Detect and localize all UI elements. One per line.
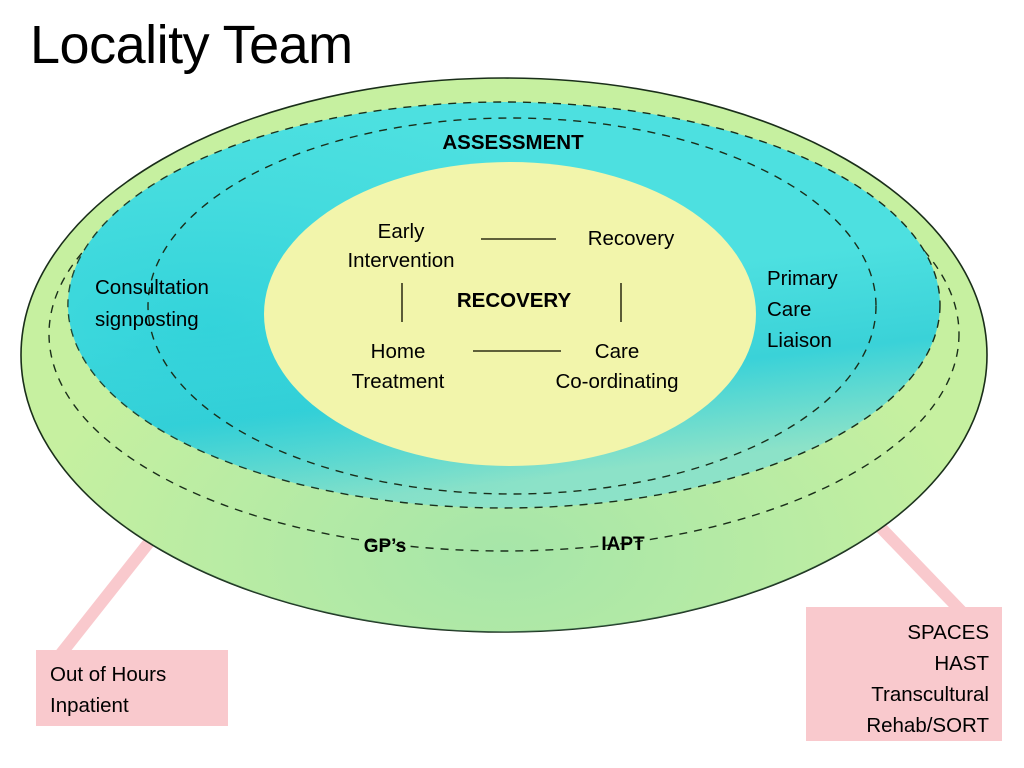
label-iapt: IAPT: [601, 534, 645, 555]
callout-spaces-line2: HAST: [934, 652, 989, 675]
label-assessment: ASSESSMENT: [442, 131, 584, 154]
label-gps: GP’s: [364, 536, 407, 557]
label-recovery-center: RECOVERY: [457, 289, 572, 312]
label-home-treatment-line2: Treatment: [352, 370, 445, 393]
callout-spaces-line1: SPACES: [907, 621, 989, 644]
label-primary-care-line1: Primary: [767, 267, 838, 290]
label-early-intervention-line1: Early: [378, 220, 425, 243]
page-title: Locality Team: [30, 15, 353, 75]
label-care-coordinating-line2: Co-ordinating: [555, 370, 678, 393]
label-recovery-quadrant: Recovery: [588, 227, 675, 250]
label-early-intervention-line2: Intervention: [347, 249, 454, 272]
callout-spaces-line3: Transcultural: [871, 683, 989, 706]
callout-out-of-hours[interactable]: Out of Hours Inpatient: [36, 650, 228, 726]
callout-spaces-line4: Rehab/SORT: [866, 714, 989, 737]
callout-out-of-hours-line1: Out of Hours: [50, 663, 166, 686]
label-consultation-line2: signposting: [95, 308, 199, 331]
label-home-treatment-line1: Home: [371, 340, 426, 363]
label-primary-care-line2: Care: [767, 298, 811, 321]
core-divider-lines: [401, 238, 622, 352]
inner-dashed-boundary: [147, 117, 877, 495]
callout-spaces-box: [806, 607, 1002, 741]
inner-yellow-core: [264, 162, 756, 466]
callout-out-of-hours-line2: Inpatient: [50, 694, 129, 717]
label-primary-care-line3: Liaison: [767, 329, 832, 352]
callout-out-of-hours-box: [36, 650, 228, 726]
callout-spaces[interactable]: SPACES HAST Transcultural Rehab/SORT: [806, 607, 1002, 741]
label-care-coordinating-line1: Care: [595, 340, 639, 363]
label-consultation-line1: Consultation: [95, 276, 209, 299]
outer-dashed-boundary: [48, 116, 960, 552]
